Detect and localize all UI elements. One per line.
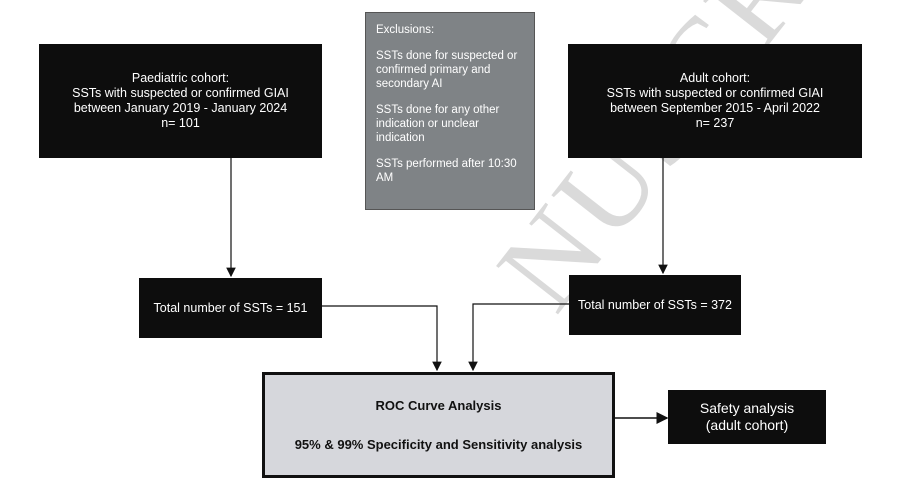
exclusions-box: Exclusions: SSTs done for suspected or c… bbox=[365, 12, 535, 210]
roc-analysis-box: ROC Curve Analysis 95% & 99% Specificity… bbox=[262, 372, 615, 478]
paediatric-n: n= 101 bbox=[161, 116, 200, 130]
adult-total-box: Total number of SSTs = 372 bbox=[569, 275, 741, 335]
adult-title: Adult cohort: bbox=[679, 71, 751, 85]
arrow-total151-to-roc bbox=[322, 305, 442, 372]
adult-line2: between September 2015 - April 2022 bbox=[610, 101, 820, 115]
paediatric-title: Paediatric cohort: bbox=[131, 71, 230, 85]
exclusion-item: SSTs done for any other indication or un… bbox=[376, 104, 500, 144]
roc-title: ROC Curve Analysis bbox=[375, 398, 502, 413]
adult-line1: SSTs with suspected or confirmed GIAI bbox=[606, 86, 824, 100]
adult-total: Total number of SSTs = 372 bbox=[578, 297, 732, 312]
paediatric-cohort-box: Paediatric cohort: SSTs with suspected o… bbox=[39, 44, 322, 158]
paediatric-total: Total number of SSTs = 151 bbox=[153, 300, 308, 315]
roc-subtitle: 95% & 99% Specificity and Sensitivity an… bbox=[294, 437, 583, 452]
paediatric-line2: between January 2019 - January 2024 bbox=[73, 101, 288, 115]
paediatric-total-box: Total number of SSTs = 151 bbox=[139, 278, 322, 338]
exclusions-title: Exclusions: bbox=[376, 24, 435, 36]
exclusion-item: SSTs performed after 10:30 AM bbox=[376, 158, 517, 184]
paediatric-line1: SSTs with suspected or confirmed GIAI bbox=[72, 86, 289, 100]
safety-line2: (adult cohort) bbox=[705, 417, 789, 433]
safety-analysis-box: Safety analysis (adult cohort) bbox=[668, 390, 826, 444]
arrow-total372-to-roc bbox=[468, 303, 569, 372]
safety-line1: Safety analysis bbox=[699, 400, 795, 416]
exclusion-item: SSTs done for suspected or confirmed pri… bbox=[376, 50, 518, 90]
adult-n: n= 237 bbox=[695, 116, 735, 130]
adult-cohort-box: Adult cohort: SSTs with suspected or con… bbox=[568, 44, 862, 158]
